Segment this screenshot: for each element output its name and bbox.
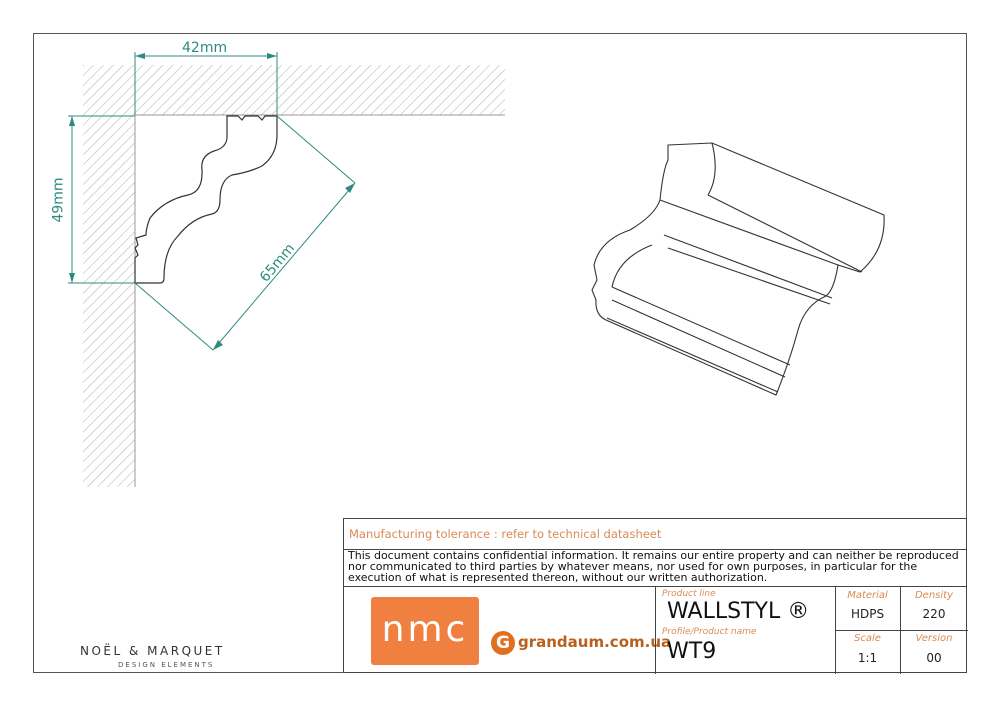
profile-section: [134, 115, 278, 284]
height-dimension: 49mm: [50, 177, 67, 223]
confidential-notice: This document contains confidential info…: [348, 549, 959, 584]
material-label: Material: [847, 590, 888, 601]
brand-tagline: DESIGN ELEMENTS: [118, 661, 215, 669]
ceiling-hatch: [83, 65, 505, 115]
product-name: WT9: [667, 639, 717, 664]
product-line: WALLSTYL ®: [667, 599, 810, 624]
title-block: Manufacturing tolerance : refer to techn…: [343, 518, 968, 674]
version-value: 00: [926, 651, 942, 665]
wall-hatch: [83, 115, 135, 487]
material-value: HDPS: [850, 607, 885, 621]
version-label: Version: [915, 633, 953, 644]
width-dimension: 42mm: [182, 40, 228, 56]
product-name-label: Profile/Product name: [662, 627, 757, 637]
site-link[interactable]: grandaum.com.ua: [518, 633, 672, 651]
tolerance-note: Manufacturing tolerance : refer to techn…: [349, 527, 662, 541]
density-label: Density: [914, 590, 954, 601]
dimension-lines: [68, 52, 356, 351]
profile-3d-view: [591, 142, 885, 396]
scale-value: 1:1: [857, 651, 878, 665]
brand-name: NOËL & MARQUET: [80, 644, 225, 658]
product-line-label: Product line: [662, 589, 716, 599]
scale-label: Scale: [854, 633, 881, 644]
grandaum-logo-icon: G: [491, 631, 515, 655]
density-value: 220: [922, 607, 946, 621]
nmc-logo: nmc: [371, 597, 479, 665]
